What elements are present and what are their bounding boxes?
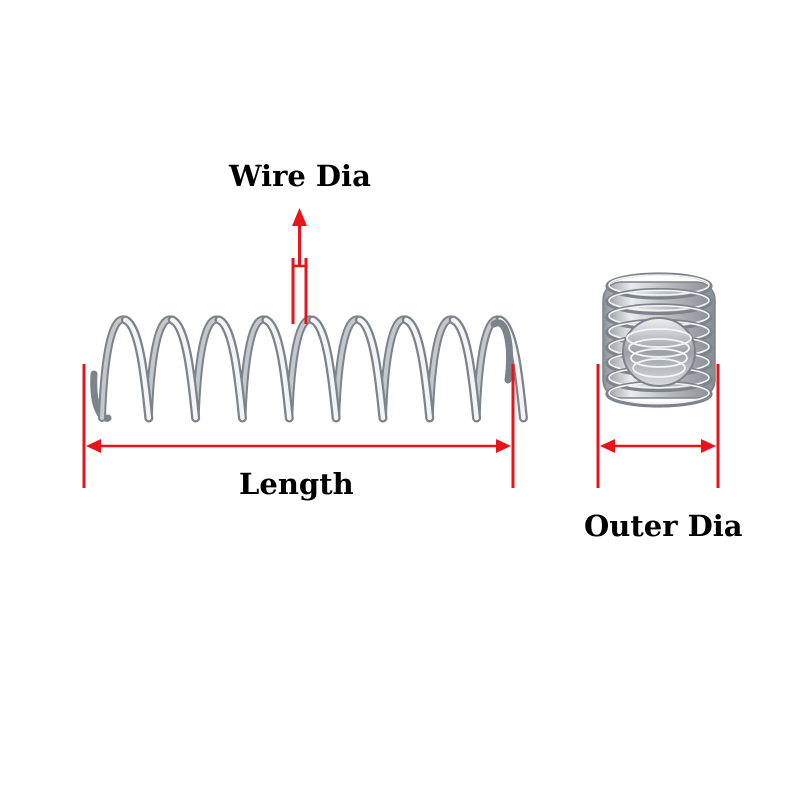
end-view-inner-opening <box>622 317 696 387</box>
length-arrow-right-icon <box>496 439 511 453</box>
end-view-coil-highlight <box>608 274 710 296</box>
wire-dia-arrow-up-icon <box>292 208 307 226</box>
end-view-inner-coil <box>630 348 688 368</box>
spring-coils-front <box>123 317 526 421</box>
spring-end-hook-left <box>90 370 112 422</box>
length-arrow-left-icon <box>86 439 101 453</box>
spring-end-view <box>602 272 716 408</box>
spring-side-view <box>90 315 528 423</box>
spring-coils-rear <box>100 317 502 420</box>
end-view-inner-coil <box>626 328 692 348</box>
outer-dia-label: Outer Dia <box>584 509 743 543</box>
end-view-coil-highlight <box>608 289 710 312</box>
end-view-inner-coil <box>632 358 686 378</box>
length-label: Length <box>239 467 354 501</box>
end-view-coil-ring <box>605 272 713 300</box>
dimension-markings <box>82 208 720 488</box>
spring-end-hook-right <box>490 319 513 384</box>
end-view-coil-ring <box>605 287 713 316</box>
outer-dia-arrow-right-icon <box>701 439 716 453</box>
outer-dia-arrow-left-icon <box>600 439 615 453</box>
end-view-inner-coil <box>628 338 690 358</box>
wire-dia-label: Wire Dia <box>229 159 371 193</box>
